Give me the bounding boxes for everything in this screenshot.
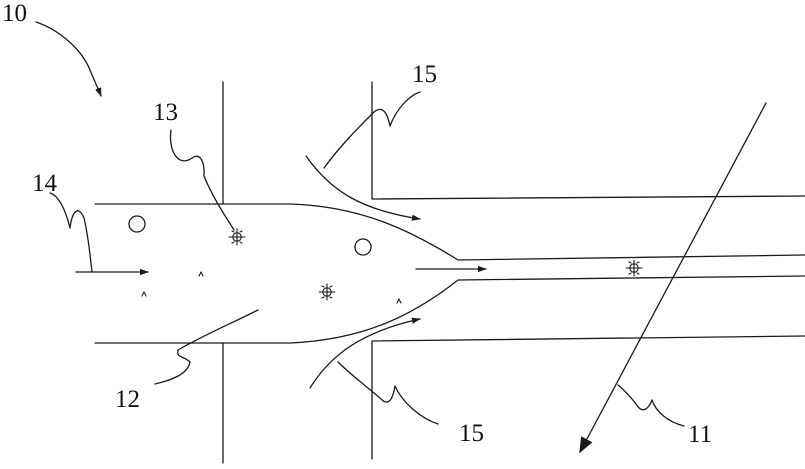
label-15-lower: 15 [459, 420, 484, 447]
particle-icon [625, 259, 643, 277]
particle-icon [318, 283, 336, 301]
label-11: 11 [688, 421, 712, 448]
leader-12 [154, 309, 259, 385]
small-particle [141, 291, 147, 297]
lower-sheath-channel-edge [371, 335, 805, 460]
channel-lower-wall [94, 275, 805, 344]
particle-circle [354, 238, 372, 256]
leader-15-lower [337, 361, 439, 425]
label-15-upper: 15 [412, 61, 437, 88]
leader-10 [35, 21, 102, 97]
leader-13 [169, 129, 235, 231]
label-10: 10 [2, 0, 27, 27]
channel-upper-wall [94, 203, 805, 261]
upper-sheath-channel-edge [371, 81, 805, 200]
label-14: 14 [32, 170, 58, 197]
lower-sheath-flow-arrow [309, 317, 421, 389]
leader-15-upper [323, 91, 421, 169]
label-12: 12 [115, 386, 140, 413]
upper-sheath-flow-arrow [305, 155, 421, 221]
small-particle [198, 271, 204, 277]
label-13: 13 [153, 99, 178, 126]
leader-11 [617, 384, 685, 427]
particle-icon [228, 228, 246, 246]
axis-11-arrow [579, 102, 767, 454]
small-particle [396, 298, 402, 304]
particle-circle [128, 215, 146, 233]
leader-14 [49, 192, 93, 273]
